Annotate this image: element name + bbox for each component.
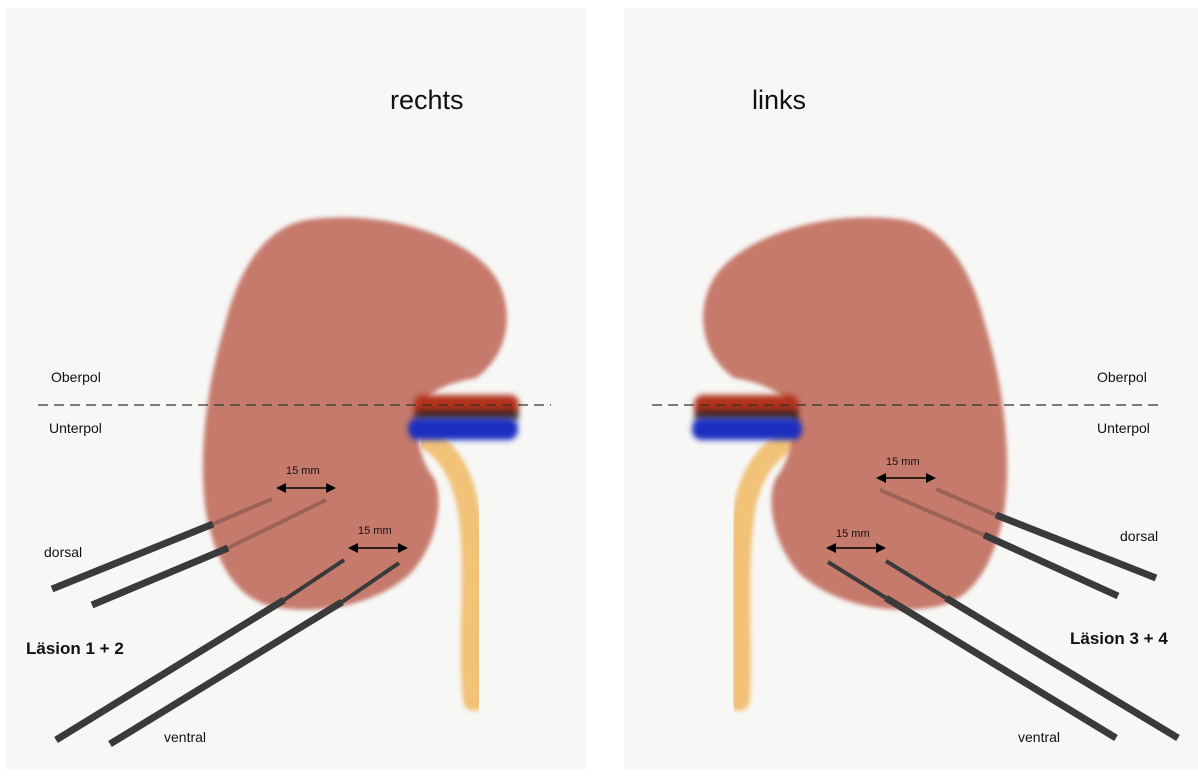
panel-right-kidney: 15 mm 15 mm rechts Oberpol Unterpol dors… (6, 8, 586, 770)
ventral-label: ventral (1018, 729, 1060, 745)
probe-ventral-1 (828, 562, 1116, 738)
upper-pole-label: Oberpol (51, 369, 101, 385)
renal-vein (692, 418, 802, 440)
dorsal-label: dorsal (1120, 528, 1158, 544)
distance-label-lower: 15 mm (358, 525, 392, 537)
panel-left-kidney: 15 mm 15 mm links Oberpol Unterpol dorsa… (624, 8, 1198, 770)
lesion-label: Läsion 3 + 4 (1070, 629, 1168, 648)
ventral-label: ventral (164, 729, 206, 745)
distance-label-upper: 15 mm (886, 456, 920, 468)
panel-title: rechts (390, 85, 464, 115)
upper-pole-label: Oberpol (1097, 369, 1147, 385)
panel-title: links (752, 85, 806, 115)
right-kidney-diagram: 15 mm 15 mm rechts Oberpol Unterpol dors… (6, 8, 586, 770)
left-kidney-diagram: 15 mm 15 mm links Oberpol Unterpol dorsa… (624, 8, 1198, 770)
lower-pole-label: Unterpol (49, 420, 102, 436)
distance-label-upper: 15 mm (286, 465, 320, 477)
probe-ventral-2 (886, 561, 1178, 738)
lesion-label: Läsion 1 + 2 (26, 639, 124, 658)
distance-label-lower: 15 mm (836, 528, 870, 540)
renal-vein (408, 418, 518, 440)
dorsal-label: dorsal (44, 544, 82, 560)
lower-pole-label: Unterpol (1097, 420, 1150, 436)
